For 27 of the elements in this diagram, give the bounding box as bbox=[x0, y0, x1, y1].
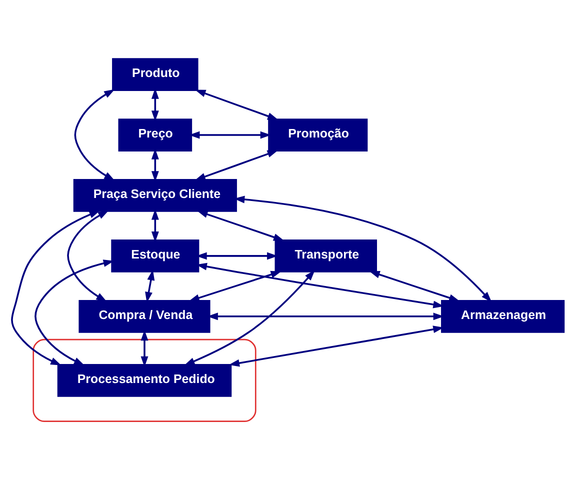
node-box: Estoque bbox=[111, 239, 200, 272]
arrow bbox=[194, 150, 278, 180]
arrow bbox=[196, 262, 444, 308]
arrow bbox=[184, 270, 315, 365]
node-box: Processamento Pedido bbox=[57, 363, 232, 396]
node-box: Armazenagem bbox=[441, 299, 565, 332]
arrow bbox=[151, 208, 159, 242]
arrow bbox=[207, 312, 444, 320]
node-box: Produto bbox=[112, 58, 198, 90]
arrow bbox=[196, 252, 278, 260]
arrow bbox=[197, 210, 284, 240]
arrow bbox=[11, 210, 100, 365]
arrow bbox=[34, 259, 114, 365]
arrow bbox=[189, 130, 272, 138]
node-box: Promoção bbox=[268, 118, 368, 151]
arrow bbox=[145, 269, 155, 302]
node-box: Transporte bbox=[274, 239, 377, 272]
arrow bbox=[67, 210, 109, 302]
arrow bbox=[194, 89, 278, 120]
node-box: Praça Serviço Cliente bbox=[73, 178, 237, 212]
arrow bbox=[74, 88, 115, 180]
arrow bbox=[228, 325, 444, 366]
arrow bbox=[234, 195, 492, 302]
arrow bbox=[369, 270, 460, 301]
arrow bbox=[188, 270, 282, 301]
node-box: Compra / Venda bbox=[78, 299, 210, 332]
node-box: Preço bbox=[118, 118, 192, 151]
